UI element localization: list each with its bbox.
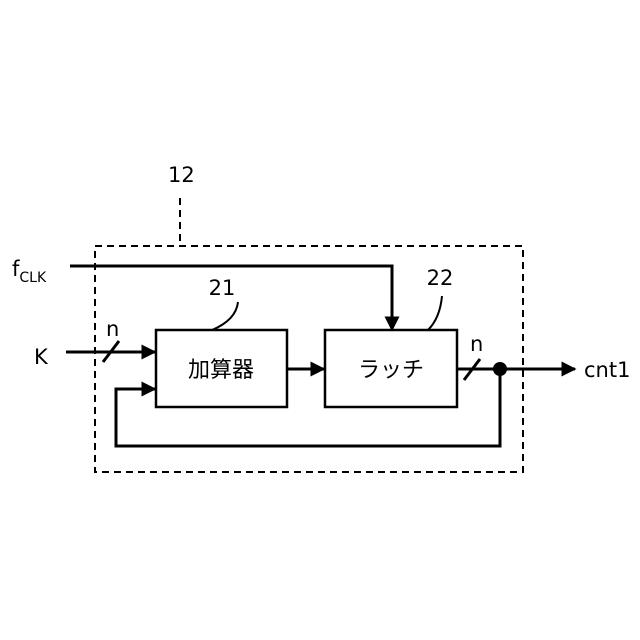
output-label: cnt1 xyxy=(584,358,630,382)
clock-label-subscript: CLK xyxy=(19,270,47,286)
latch-block-label: ラッチ xyxy=(358,358,424,383)
clock-input-label: fCLK xyxy=(12,257,47,286)
module-ref-label: 12 xyxy=(168,163,195,187)
output-bus-width-label: n xyxy=(470,332,483,356)
latch-ref-label: 22 xyxy=(427,266,454,290)
adder-ref-leader xyxy=(212,302,238,330)
input-bus-width-label: n xyxy=(106,317,119,341)
latch-ref-leader xyxy=(428,296,442,330)
k-input-label: K xyxy=(34,345,49,369)
adder-block-label: 加算器 xyxy=(188,358,254,383)
adder-ref-label: 21 xyxy=(209,276,236,300)
